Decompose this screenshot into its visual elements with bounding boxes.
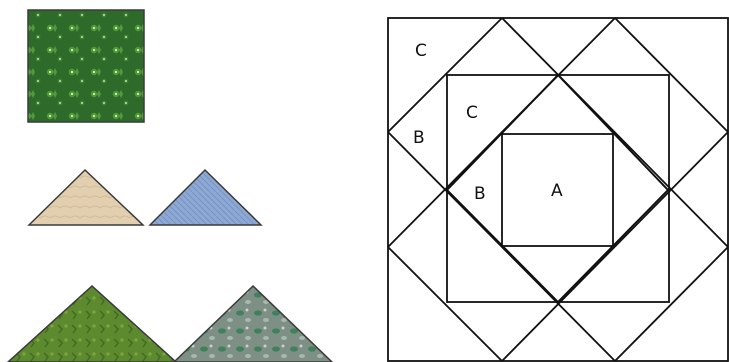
fabric-swatches [8,10,332,362]
label-inner-corner-c: C [466,103,478,123]
label-outer-corner-c: C [415,41,427,61]
label-center-square-a: A [551,181,563,201]
tan-triangle-swatch [29,170,143,225]
blue-triangle-swatch [150,170,261,225]
bottom-right-diagonal-b [615,247,728,361]
label-outer-triangle-b: B [413,128,425,148]
label-inner-triangle-b: B [474,184,486,204]
top-left-diagonal-b [502,18,728,247]
green-floral-square-swatch [28,10,144,122]
large-green-triangle-swatch [8,286,176,362]
bottom-left-diagonal [388,247,502,361]
large-print-triangle-swatch [174,286,332,362]
